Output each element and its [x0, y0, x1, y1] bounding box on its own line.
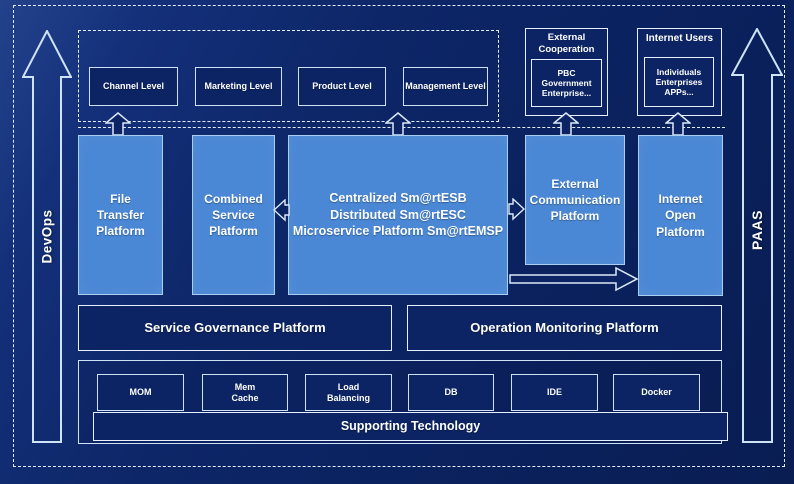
level-label: Channel Level [102, 81, 165, 92]
tech-box-mom: MOM [97, 374, 184, 411]
level-label: Management Level [405, 81, 486, 92]
internet-users-members-box: Individuals Enterprises APPs... [644, 57, 714, 107]
internet-users-title: Internet Users [645, 33, 714, 44]
governance-label: Service Governance Platform [144, 320, 326, 336]
platform-label: Combined Service Platform [204, 191, 263, 239]
user-levels-container [78, 30, 499, 122]
level-box-marketing: Marketing Level [195, 67, 282, 106]
platform-label: Centralized Sm@rtESB Distributed Sm@rtES… [292, 190, 504, 239]
external-cooperation-members: PBC Government Enterprise... [541, 67, 592, 99]
tech-box-load-balancing: Load Balancing [305, 374, 392, 411]
tech-label: MOM [129, 387, 152, 398]
tech-box-docker: Docker [613, 374, 700, 411]
internet-open-up-arrow-icon [665, 112, 691, 136]
tech-label: Load Balancing [326, 381, 370, 403]
tech-label: Docker [641, 387, 672, 398]
external-cooperation-members-box: PBC Government Enterprise... [531, 59, 602, 107]
tech-label: Mem Cache [231, 381, 259, 403]
level-box-channel: Channel Level [89, 67, 178, 106]
tech-box-mem-cache: Mem Cache [202, 374, 288, 411]
platform-external-communication: External Communication Platform [525, 135, 625, 265]
governance-label: Operation Monitoring Platform [470, 320, 659, 336]
outer-dashed-border [13, 5, 785, 467]
esb-up-arrow-icon [385, 112, 411, 136]
level-label: Marketing Level [204, 81, 273, 92]
internet-users-members: Individuals Enterprises APPs... [655, 66, 703, 98]
supporting-technology-label: Supporting Technology [340, 419, 481, 433]
platform-label: File Transfer Platform [96, 191, 145, 239]
esb-to-internet-flow-arrow-icon [509, 266, 639, 292]
level-box-management: Management Level [403, 67, 488, 106]
paas-label: PAAS [749, 210, 765, 250]
devops-label: DevOps [39, 209, 55, 264]
right-arrow-icon [508, 198, 525, 221]
platform-file-transfer: File Transfer Platform [78, 135, 163, 295]
level-label: Product Level [312, 81, 372, 92]
level-box-product: Product Level [298, 67, 386, 106]
platform-label: External Communication Platform [529, 176, 621, 224]
devops-arrow [22, 30, 72, 443]
tech-label: DB [444, 387, 458, 398]
service-governance-platform: Service Governance Platform [78, 305, 392, 351]
platform-esb: Centralized Sm@rtESB Distributed Sm@rtES… [288, 135, 508, 295]
external-cooperation-title: External Cooperation [538, 32, 595, 55]
file-transfer-up-arrow-icon [105, 112, 131, 136]
left-arrow-icon [273, 199, 290, 222]
tech-box-db: DB [408, 374, 494, 411]
platform-label: Internet Open Platform [656, 192, 705, 239]
external-comm-up-arrow-icon [553, 112, 579, 136]
tech-box-ide: IDE [511, 374, 598, 411]
paas-arrow [731, 28, 783, 443]
platform-combined-service: Combined Service Platform [192, 135, 275, 295]
platform-internet-open: Internet Open Platform [638, 135, 723, 296]
tech-label: IDE [546, 387, 562, 398]
operation-monitoring-platform: Operation Monitoring Platform [407, 305, 722, 351]
supporting-technology-bar: Supporting Technology [93, 412, 728, 441]
